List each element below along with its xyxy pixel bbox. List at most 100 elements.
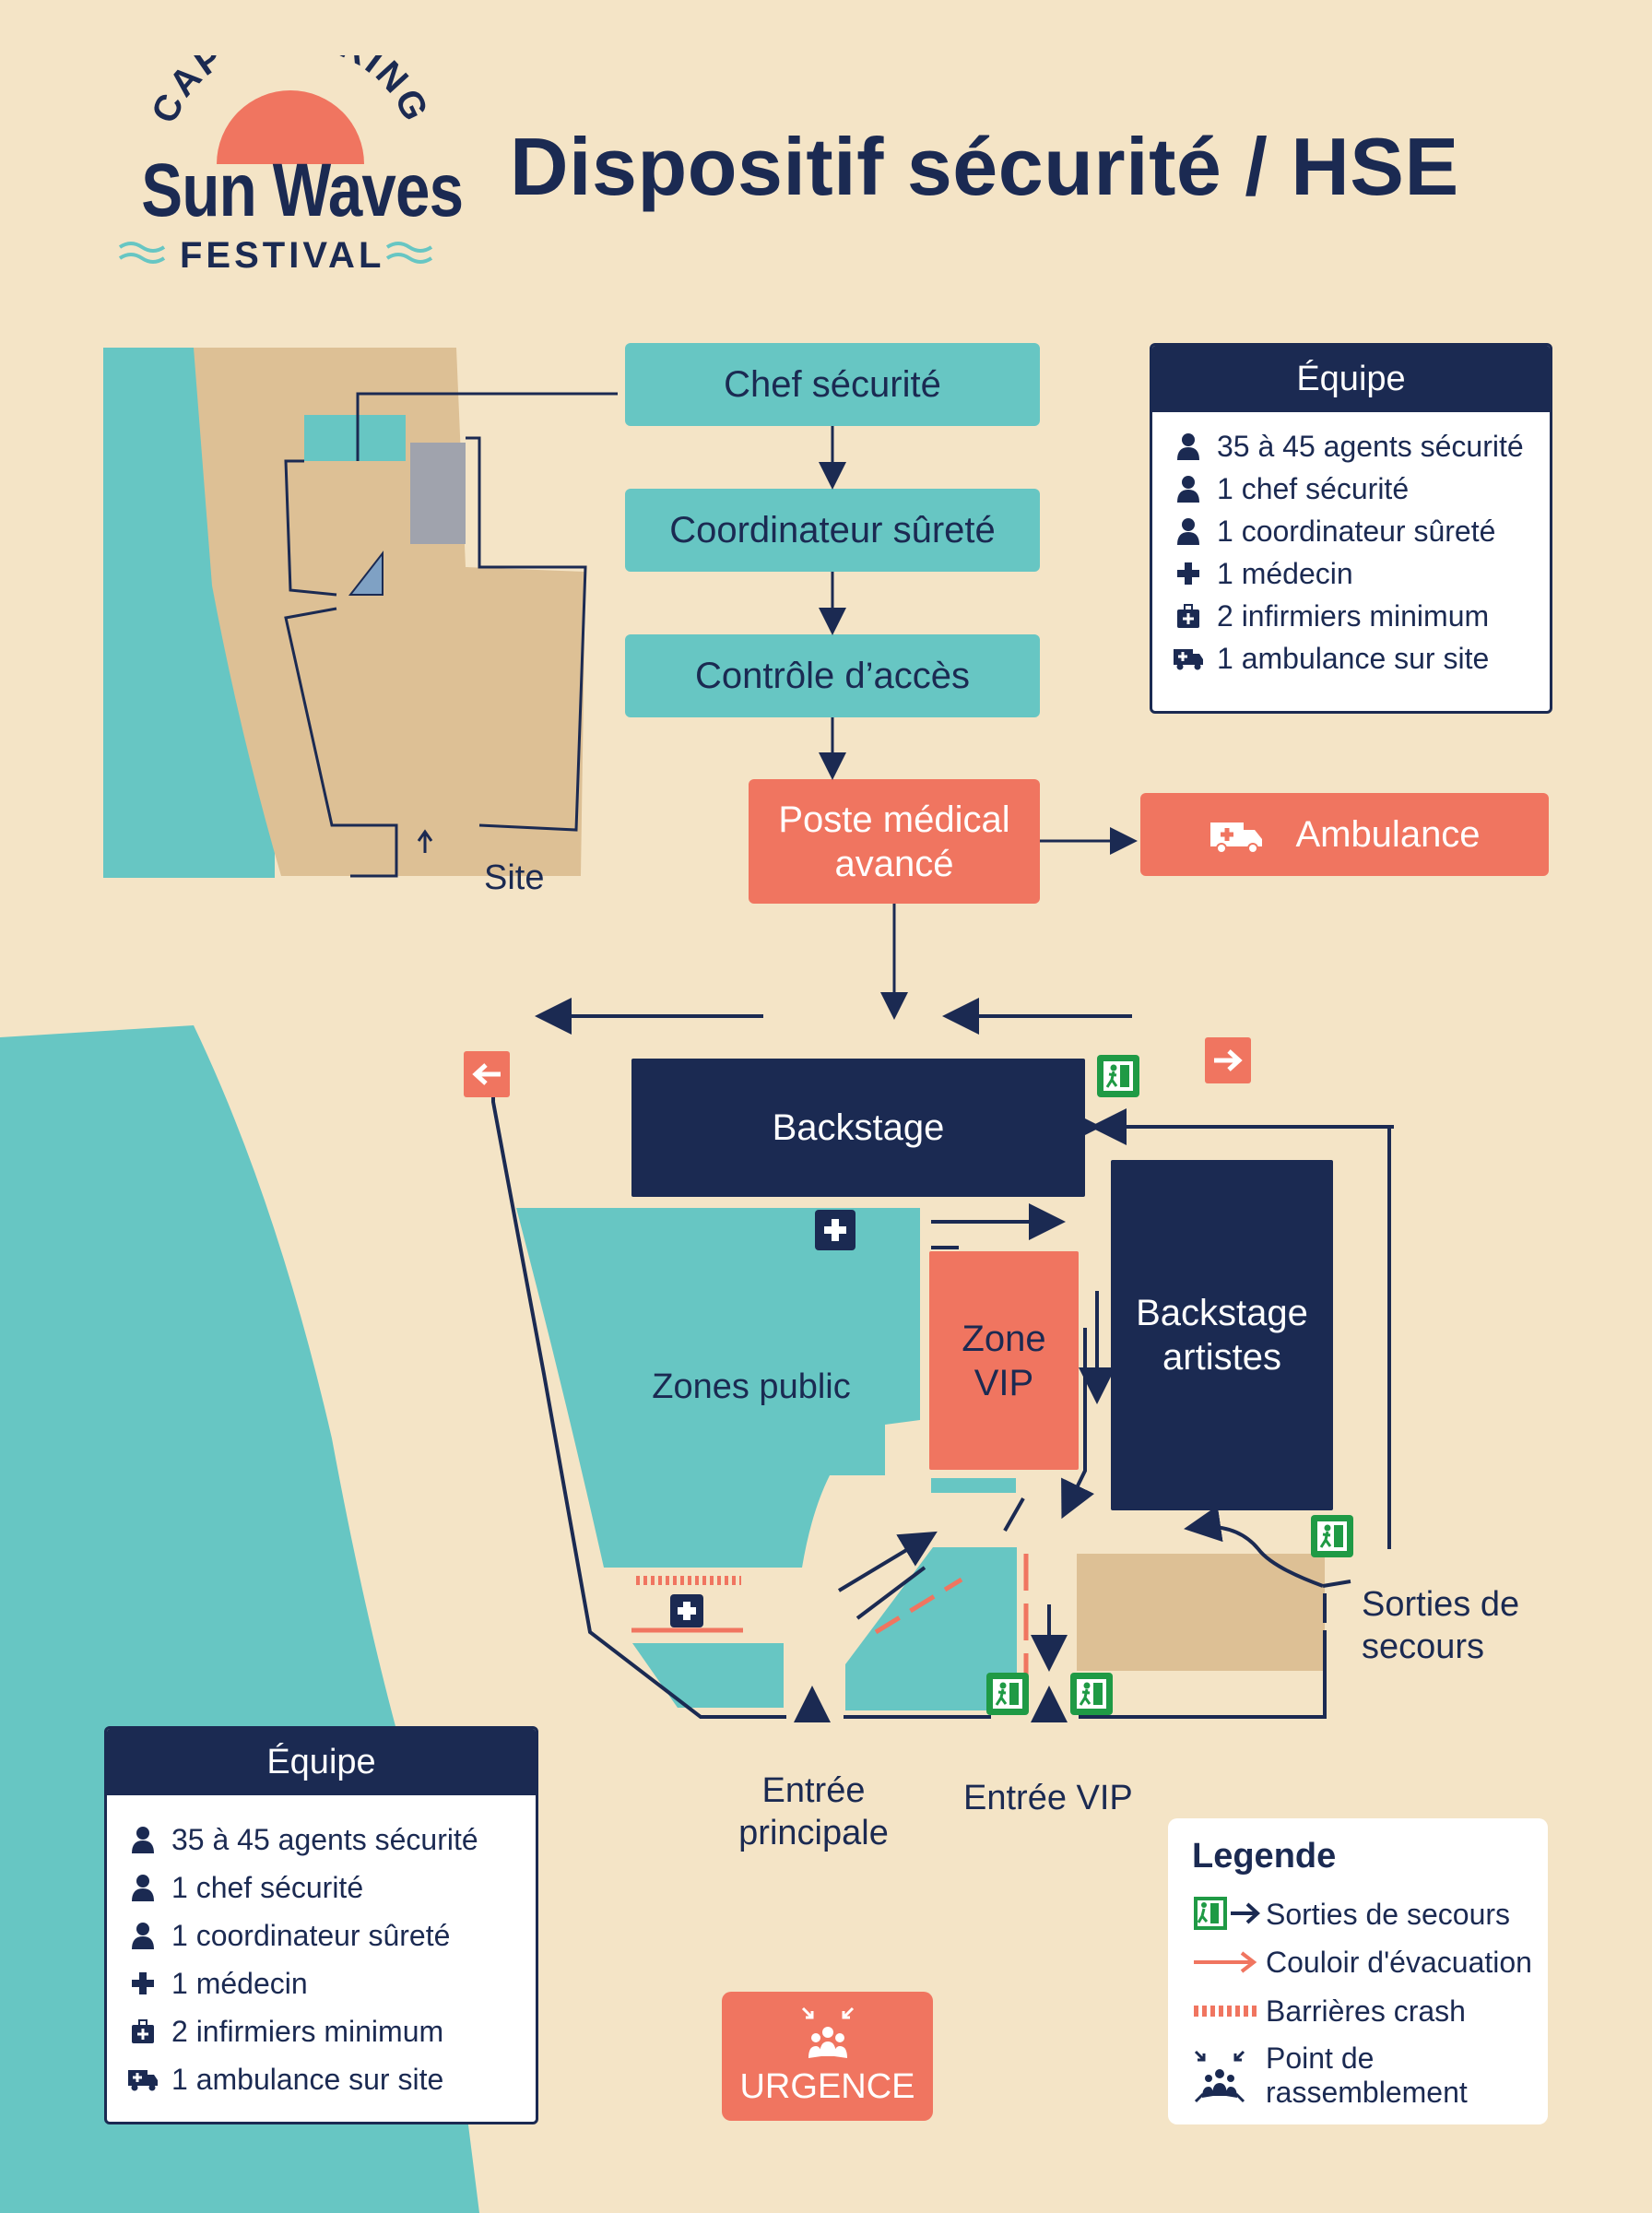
crash-barrier-icon: [1194, 2006, 1257, 2017]
site-map: [103, 348, 618, 878]
team-card-bottom: Équipe 35 à 45 agents sécurité 1 chef sé…: [104, 1726, 538, 2124]
team-item: 2 infirmiers minimum: [1152, 595, 1550, 637]
poste-medical-box: Poste médical avancé: [749, 779, 1040, 904]
legend-item-label-1: Point de: [1266, 2041, 1375, 2075]
teal-zone-small-left: [632, 1643, 784, 1708]
first-aid-kit-icon: [127, 2016, 159, 2047]
emergency-exit-icon: [1311, 1515, 1353, 1557]
chef-securite-box: Chef sécurité: [625, 343, 1040, 426]
entree-principale-label-2: principale: [738, 1814, 889, 1852]
person-icon: [1173, 515, 1204, 547]
medical-cross-icon: [1173, 558, 1204, 589]
zone-vip-label-2: VIP: [974, 1362, 1034, 1403]
team-item-text: 1 ambulance sur site: [171, 2062, 444, 2096]
team-item: 1 médecin: [107, 1959, 536, 2007]
team-item: 35 à 45 agents sécurité: [1152, 425, 1550, 467]
logo-name: Sun Waves: [141, 148, 464, 232]
site-entry-arrow-icon: [417, 829, 433, 853]
team-item: 1 ambulance sur site: [107, 2055, 536, 2103]
team-item-text: 1 coordinateur sûreté: [1217, 514, 1496, 548]
wave-icon-left: [118, 242, 166, 264]
team-item: 1 coordinateur sûreté: [1152, 510, 1550, 552]
team-item: 2 infirmiers minimum: [107, 2007, 536, 2055]
entree-vip-label: Entrée VIP: [963, 1779, 1133, 1817]
team-item-text: 1 coordinateur sûreté: [171, 1918, 451, 1952]
sorties-secours-label-2: secours: [1362, 1627, 1485, 1666]
team-card-top-title: Équipe: [1152, 346, 1550, 412]
backstage-artistes-box: Backstage artistes: [1111, 1160, 1333, 1510]
team-item: 1 médecin: [1152, 552, 1550, 595]
legend-item-label: Barrières crash: [1266, 1994, 1466, 2028]
ambulance-icon: [1173, 643, 1204, 674]
page-title: Dispositif sécurité / HSE: [510, 121, 1459, 212]
person-icon: [127, 1920, 159, 1951]
team-item-text: 1 chef sécurité: [1217, 471, 1410, 505]
ambulance-label: Ambulance: [1295, 814, 1481, 855]
legend-item: Point de rassemblement: [1192, 2041, 1468, 2110]
urgence-button[interactable]: URGENCE: [722, 1992, 933, 2121]
legend-item-label: Sorties de secours: [1266, 1897, 1511, 1931]
sand-zone: [1077, 1554, 1325, 1671]
team-card-bottom-title: Équipe: [107, 1729, 536, 1795]
legend-title: Legende: [1192, 1837, 1337, 1876]
zone-vip-box: Zone VIP: [929, 1251, 1079, 1470]
team-list-bottom: 35 à 45 agents sécurité 1 chef sécurité …: [107, 1795, 536, 2103]
teal-strip: [931, 1478, 1016, 1493]
emergency-exit-icon: [1097, 1055, 1139, 1097]
emergency-exit-icon: [1194, 1897, 1260, 1930]
entree-principale-label-1: Entrée: [761, 1771, 866, 1810]
urgence-label: URGENCE: [739, 2067, 915, 2106]
exit-direction-left-icon: [464, 1051, 510, 1097]
legend-item-label: Couloir d'évacuation: [1266, 1945, 1532, 1979]
person-icon: [127, 1824, 159, 1855]
backstage-label: Backstage: [772, 1107, 945, 1148]
emergency-exit-icon: [986, 1673, 1029, 1715]
coordinateur-box: Coordinateur sûreté: [625, 489, 1040, 572]
team-item-text: 1 médecin: [1217, 556, 1353, 590]
team-card-top: Équipe 35 à 45 agents sécurité 1 chef sé…: [1150, 343, 1552, 714]
sun-icon: [217, 90, 364, 164]
controle-acces-label: Contrôle d’accès: [695, 656, 970, 696]
team-item: 35 à 45 agents sécurité: [107, 1816, 536, 1864]
legend: Legende Sorties de secours Couloir d'éva…: [1168, 1818, 1548, 2124]
team-item-text: 2 infirmiers minimum: [1217, 598, 1490, 633]
medical-post-icon: [815, 1210, 856, 1250]
logo-festival-text: FESTIVAL: [180, 235, 385, 276]
legend-item: Barrières crash: [1192, 1991, 1466, 2031]
ambulance-icon: [1210, 822, 1263, 854]
evacuation-arrow-icon: [1194, 1951, 1257, 1973]
zones-public-area: [516, 1208, 920, 1568]
legend-item: Couloir d'évacuation: [1192, 1942, 1532, 1982]
backstage-box: Backstage: [631, 1059, 1085, 1197]
person-icon: [1173, 473, 1204, 504]
team-item-text: 1 chef sécurité: [171, 1870, 364, 1904]
zone-vip-label-1: Zone: [962, 1318, 1046, 1359]
teal-zone-center: [845, 1547, 1017, 1710]
emergency-exit-icon: [1070, 1673, 1113, 1715]
poste-medical-label-2: avancé: [834, 843, 954, 884]
team-item-text: 35 à 45 agents sécurité: [1217, 429, 1524, 463]
poste-medical-label-1: Poste médical: [778, 799, 1010, 840]
team-item: 1 ambulance sur site: [1152, 637, 1550, 680]
wave-icon-right: [385, 242, 433, 264]
legend-item-label-2: rassemblement: [1266, 2075, 1468, 2109]
team-item-text: 1 ambulance sur site: [1217, 641, 1490, 675]
person-icon: [127, 1872, 159, 1903]
festival-logo: CAP SKIRRING: [118, 55, 434, 264]
first-aid-kit-icon: [1173, 600, 1204, 632]
exit-direction-right-icon: [1205, 1037, 1251, 1083]
team-item: 1 chef sécurité: [107, 1864, 536, 1911]
zones-public-label: Zones public: [652, 1367, 851, 1407]
sorties-secours-label-1: Sorties de: [1362, 1585, 1520, 1624]
team-item: 1 chef sécurité: [1152, 467, 1550, 510]
person-icon: [1173, 431, 1204, 462]
legend-item: Sorties de secours: [1192, 1894, 1510, 1935]
team-list-top: 35 à 45 agents sécurité 1 chef sécurité …: [1152, 412, 1550, 680]
ambulance-icon: [127, 2064, 159, 2095]
assembly-point-icon: [801, 2006, 855, 2058]
team-item: 1 coordinateur sûreté: [107, 1911, 536, 1959]
backstage-artistes-label-2: artistes: [1162, 1337, 1281, 1378]
backstage-artistes-label-1: Backstage: [1136, 1293, 1308, 1333]
controle-acces-box: Contrôle d’accès: [625, 634, 1040, 717]
